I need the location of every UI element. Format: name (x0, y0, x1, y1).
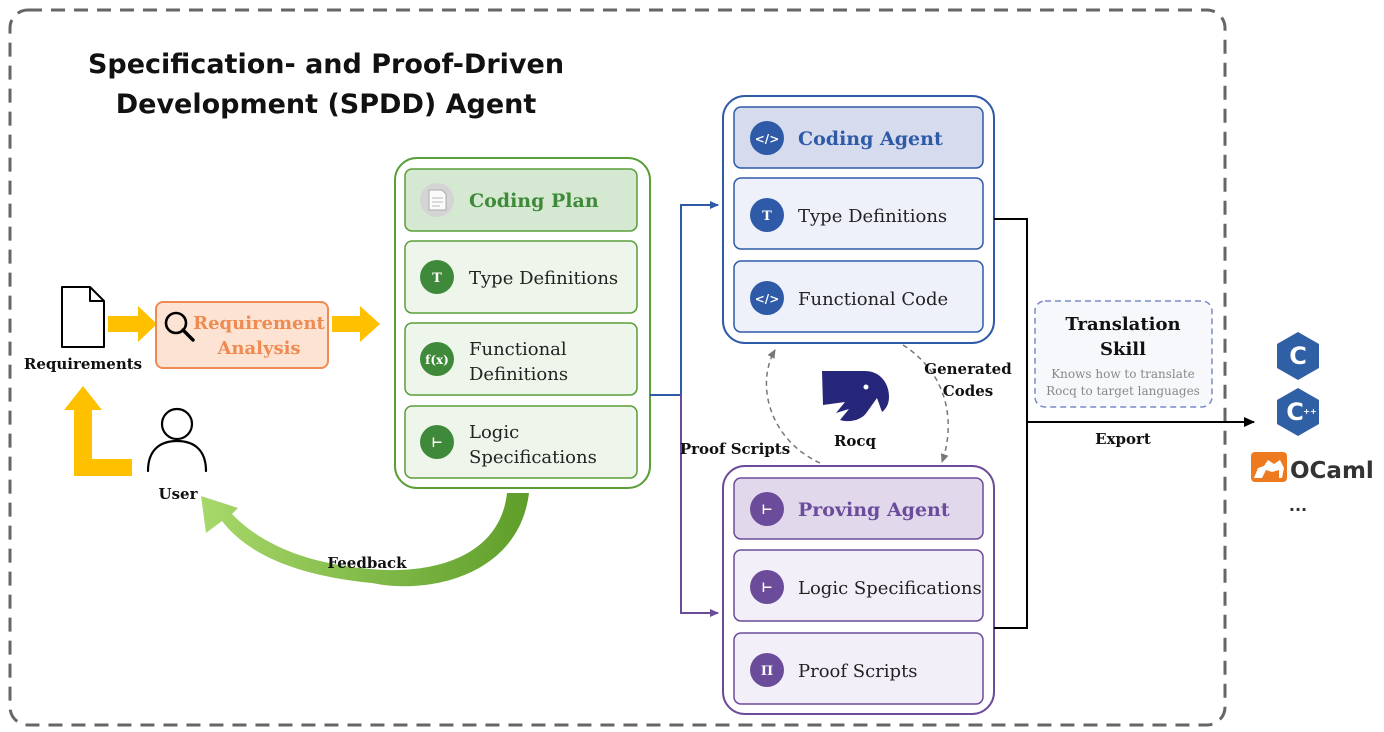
t-badge-icon (750, 198, 784, 232)
c-language-icon: C (1277, 332, 1319, 380)
feedback-arrow (201, 493, 529, 587)
arrow-user-to-requirements (64, 386, 132, 476)
coding-plan-item-label: Definitions (469, 364, 568, 385)
requirement-analysis-box (155, 301, 329, 369)
code-badge-icon (750, 281, 784, 315)
function-badge-icon (420, 342, 454, 376)
badge-label: Π (761, 664, 773, 679)
generated-codes-line2: Codes (943, 382, 993, 400)
arrow-analysis-to-plan (332, 306, 380, 342)
user-label: User (159, 485, 199, 503)
turnstile-badge-icon (750, 570, 784, 604)
translation-skill-line2: Skill (1100, 339, 1146, 360)
requirement-analysis-line2: Analysis (216, 338, 300, 359)
badge-label: ⊢ (761, 503, 773, 518)
cpp-logo-letter: C (1286, 398, 1304, 426)
coding-plan-item-label: Type Definitions (469, 268, 618, 289)
translation-skill-desc1: Knows how to translate (1051, 367, 1195, 381)
proving-agent-header-label: Proving Agent (798, 499, 950, 521)
proving-agent-item (733, 632, 984, 705)
proving-agent-header (733, 477, 984, 540)
coding-plan-item-label: Functional (469, 339, 567, 360)
coding-agent-header (733, 106, 984, 169)
document-icon (420, 183, 454, 217)
rocq-label: Rocq (834, 432, 877, 450)
coding-agent-item (733, 177, 984, 250)
coding-plan-header-label: Coding Plan (469, 190, 599, 212)
export-label: Export (1095, 430, 1151, 448)
coding-agent-item-label: Functional Code (798, 289, 948, 310)
badge-label: T (432, 271, 442, 286)
t-badge-icon (420, 260, 454, 294)
edge-plan-to-proving (680, 395, 719, 617)
requirement-analysis-line1: Requirement (193, 313, 325, 334)
diagram-title-line1: Specification- and Proof-Driven (88, 49, 564, 80)
translation-skill-line1: Translation (1065, 314, 1180, 335)
cpp-logo-suffix: ++ (1303, 407, 1316, 416)
ocaml-logo-icon (1251, 452, 1287, 482)
arrow-requirements-to-analysis (108, 306, 157, 342)
edge-coding-to-proving (902, 344, 949, 463)
generated-codes-line1: Generated (924, 360, 1012, 378)
badge-label: ⊢ (761, 581, 773, 596)
translation-skill-desc2: Rocq to target languages (1046, 384, 1200, 398)
cpp-language-icon: C ++ (1277, 388, 1319, 436)
proving-agent-item-label: Logic Specifications (798, 578, 982, 599)
turnstile-badge-icon (750, 492, 784, 526)
c-logo-letter: C (1289, 342, 1307, 370)
coding-plan-item-label: Specifications (469, 447, 597, 468)
coding-plan-item (404, 322, 638, 396)
badge-label: T (762, 209, 772, 224)
coding-plan-header (404, 168, 638, 232)
turnstile-badge-icon (420, 425, 454, 459)
coding-agent-item (733, 260, 984, 333)
edge-rocq-to-coding (765, 349, 821, 464)
code-badge-icon (750, 121, 784, 155)
proving-agent-item-label: Proof Scripts (798, 661, 918, 682)
coding-plan-item (404, 405, 638, 479)
edge-plan-to-coding (650, 201, 719, 396)
coding-agent-header-label: Coding Agent (798, 128, 943, 150)
proving-agent-item (733, 549, 984, 622)
diagram-title-line2: Development (SPDD) Agent (116, 89, 537, 120)
pi-badge-icon (750, 653, 784, 687)
badge-label: </> (755, 292, 780, 306)
feedback-label: Feedback (327, 554, 407, 572)
badge-label: ⊢ (431, 436, 443, 451)
user-icon (146, 407, 208, 473)
rocq-logo-icon (822, 371, 889, 422)
outer-frame (8, 8, 1227, 727)
badge-label: </> (755, 132, 780, 146)
magnifier-icon (164, 311, 195, 342)
coding-plan-item (404, 240, 638, 314)
translation-skill-box (1034, 300, 1213, 408)
badge-label: f(x) (425, 353, 449, 367)
ocaml-label: OCaml (1290, 458, 1374, 484)
proof-scripts-edge-label: Proof Scripts (680, 440, 790, 458)
document-icon (61, 286, 105, 348)
coding-agent-item-label: Type Definitions (798, 206, 947, 227)
requirements-label: Requirements (24, 355, 142, 373)
more-targets-ellipsis: ... (1289, 496, 1307, 515)
coding-plan-item-label: Logic (469, 422, 519, 443)
export-bracket (994, 218, 1028, 629)
